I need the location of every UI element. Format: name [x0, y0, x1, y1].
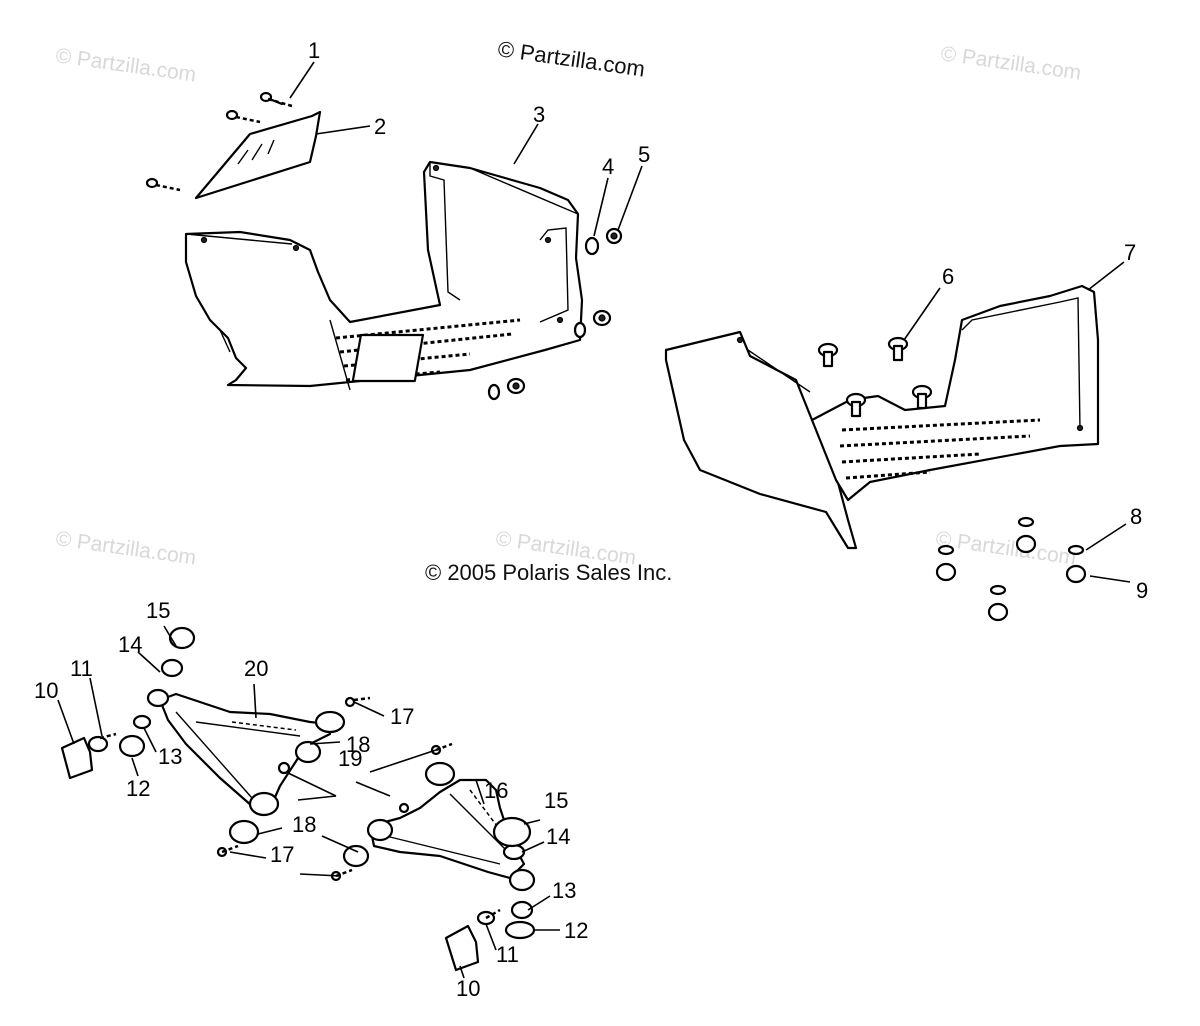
callout-15a: 15	[146, 598, 170, 623]
watermark-top-center: © Partzilla.com	[496, 36, 646, 81]
callout-6: 6	[942, 264, 954, 289]
callout-3: 3	[533, 102, 545, 127]
watermark-top-right: © Partzilla.com	[939, 42, 1082, 84]
callout-10b: 10	[456, 976, 480, 1001]
copyright-label: © 2005 Polaris Sales Inc.	[425, 560, 672, 585]
callout-1: 1	[308, 38, 320, 63]
watermark-top-left: © Partzilla.com	[54, 44, 197, 86]
upper-a-arm	[60, 626, 332, 814]
left-footrest	[184, 160, 584, 391]
callout-18a: 18	[346, 732, 370, 757]
callout-17b: 17	[270, 842, 294, 867]
callout-20: 20	[244, 656, 268, 681]
heel-guard-panel	[194, 110, 322, 200]
callout-11a: 11	[70, 656, 93, 681]
watermark-mid-left: © Partzilla.com	[54, 527, 197, 569]
leader-lines	[57, 61, 1131, 979]
watermark-mid-right: © Partzilla.com	[934, 527, 1077, 569]
callout-7: 7	[1124, 240, 1136, 265]
callout-labels: 1 2 3 4 5 6 7 8 9 15 14 11 10 13 12 20 1…	[34, 38, 1148, 1001]
callout-18b: 18	[292, 812, 316, 837]
washer-nut-set-8-9	[935, 516, 1087, 622]
lower-a-arm	[366, 778, 536, 972]
callout-14b: 14	[546, 824, 570, 849]
callout-11b: 11	[496, 942, 519, 967]
callout-4: 4	[602, 154, 614, 179]
callout-5: 5	[638, 142, 650, 167]
callout-13a: 13	[158, 744, 182, 769]
callout-12b: 12	[564, 918, 588, 943]
nut-washer-set	[487, 227, 623, 401]
callout-15b: 15	[544, 788, 568, 813]
screw-set-1	[145, 91, 293, 192]
callout-8: 8	[1130, 504, 1142, 529]
callout-14a: 14	[118, 632, 142, 657]
callout-16: 16	[484, 778, 508, 803]
callout-12a: 12	[126, 776, 150, 801]
callout-10a: 10	[34, 678, 58, 703]
bolt-set-6	[817, 336, 933, 418]
right-footrest	[664, 284, 1100, 550]
bushings-bolts	[216, 696, 456, 882]
callout-2: 2	[374, 114, 386, 139]
callout-9: 9	[1136, 578, 1148, 603]
callout-13b: 13	[552, 878, 576, 903]
callout-19: 19	[338, 746, 362, 771]
callout-17a: 17	[390, 704, 414, 729]
